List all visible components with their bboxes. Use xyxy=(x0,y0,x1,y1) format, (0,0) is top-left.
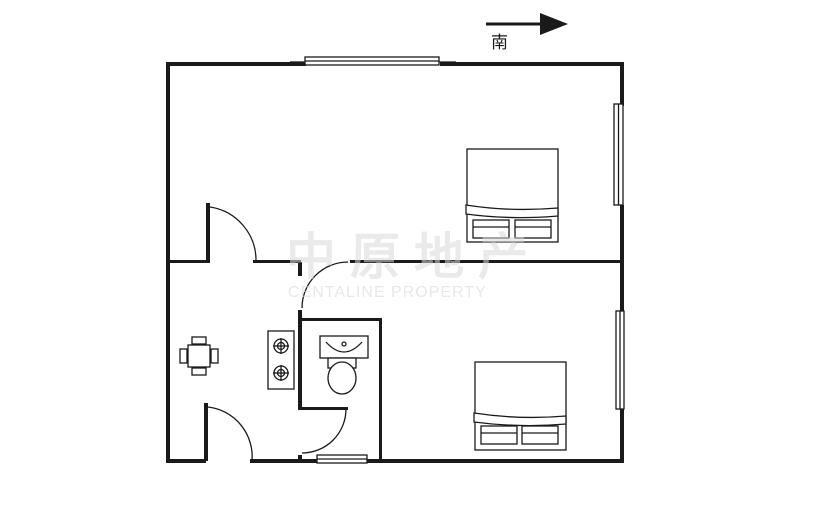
stove xyxy=(267,330,295,390)
interior-walls xyxy=(170,203,622,461)
compass-label: 南 xyxy=(491,33,508,53)
window-right-upper xyxy=(613,103,624,206)
door-kitchen xyxy=(301,261,349,309)
bed-upper xyxy=(465,148,559,243)
doors xyxy=(207,206,349,462)
arrow-head-icon xyxy=(540,13,568,35)
watermark-chinese: 中原地产 xyxy=(286,228,542,286)
outer-walls xyxy=(166,56,625,464)
door-bathroom xyxy=(301,408,347,454)
bathroom-fixtures xyxy=(319,335,369,395)
door-lower-left xyxy=(207,406,253,462)
toilet-icon xyxy=(327,357,357,395)
compass: 南 xyxy=(486,13,568,53)
window-top xyxy=(290,56,456,66)
sink-icon xyxy=(319,335,369,359)
door-upper-left xyxy=(209,206,257,262)
window-bottom xyxy=(316,454,368,464)
bed-lower xyxy=(473,361,567,451)
watermark: 中原地产 CENTALINE PROPERTY xyxy=(286,228,542,301)
window-right-lower xyxy=(615,310,625,410)
dining-table xyxy=(179,336,219,376)
watermark-english: CENTALINE PROPERTY xyxy=(288,284,487,301)
